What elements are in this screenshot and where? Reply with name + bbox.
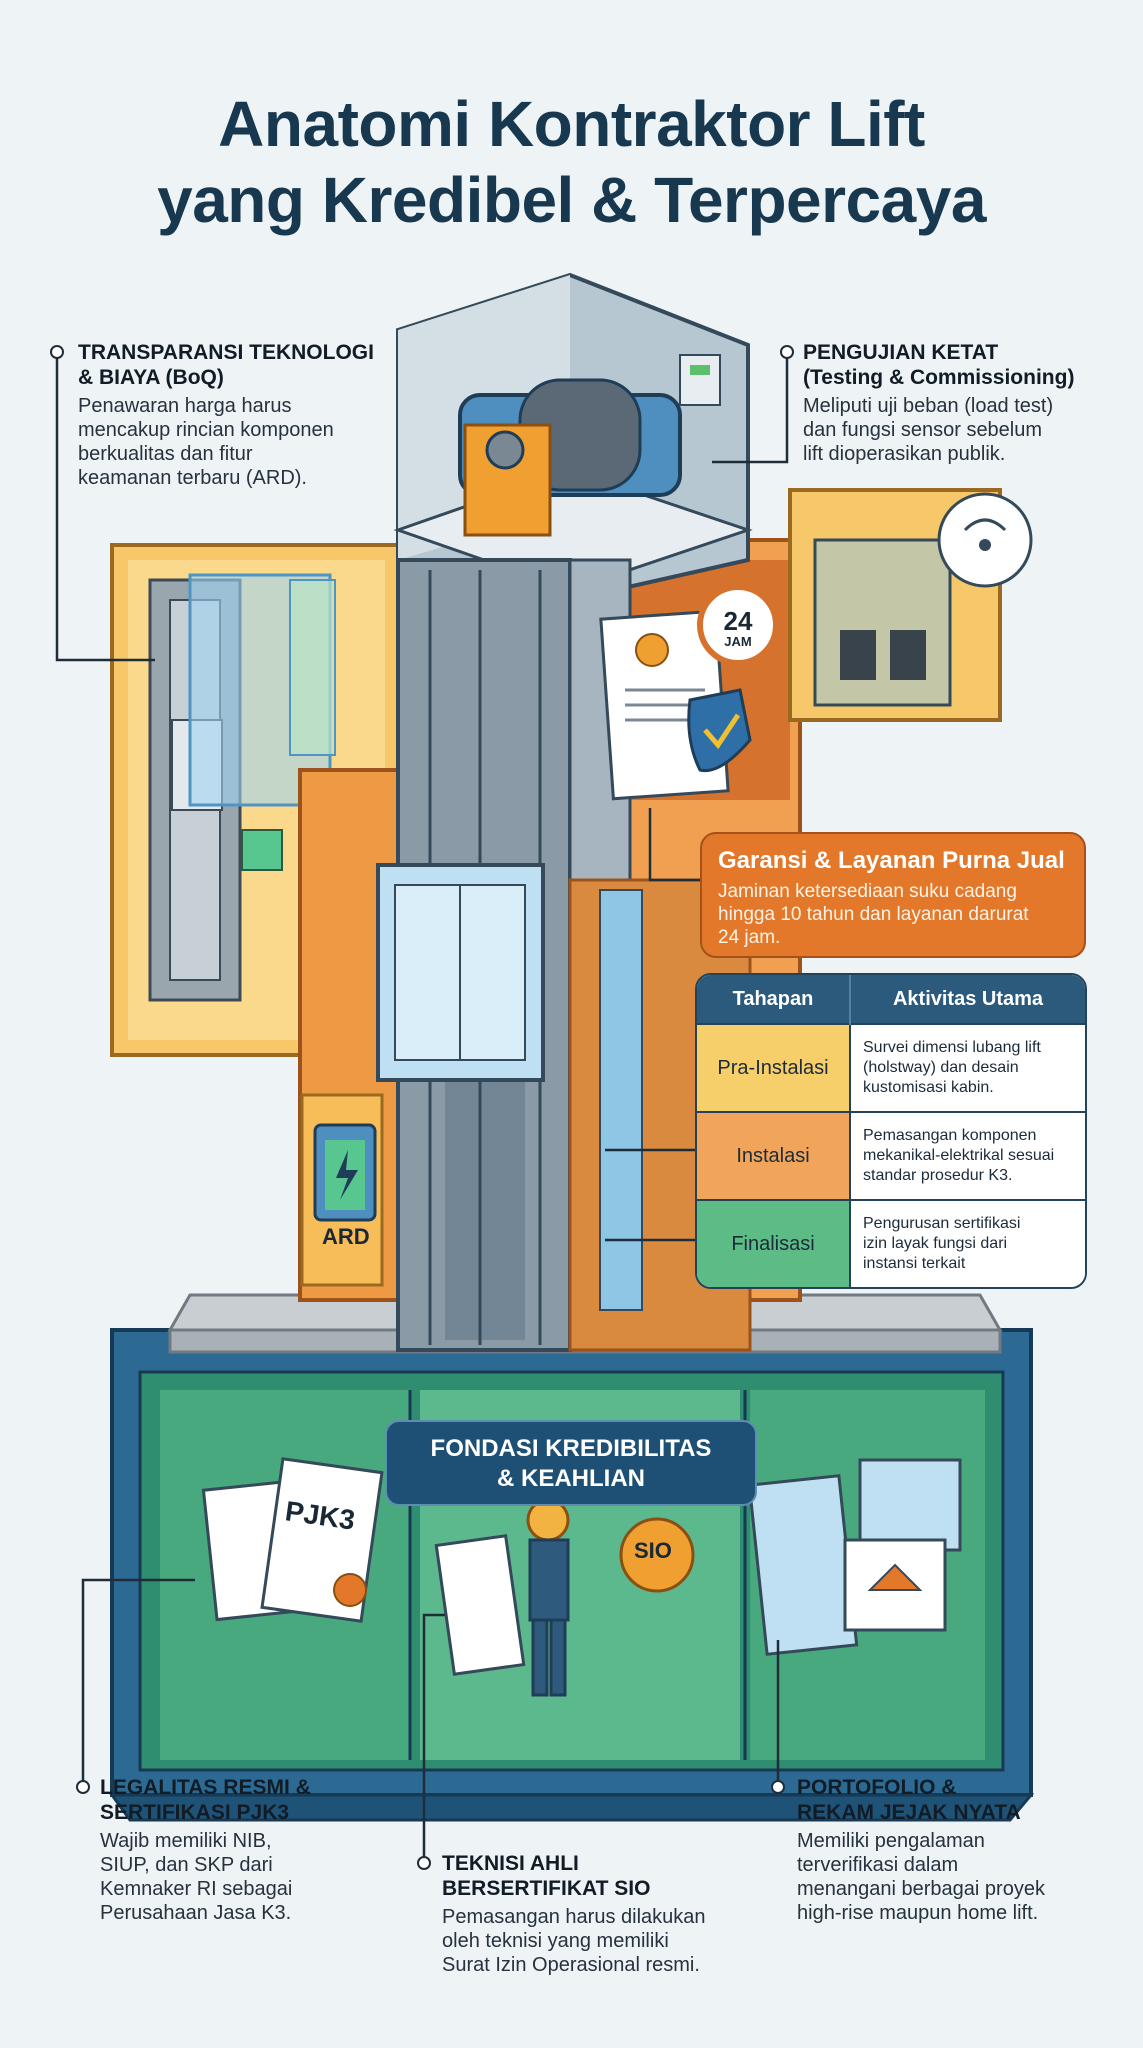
- elevator-shaft: [376, 272, 753, 1352]
- callout-teknisi: TEKNISI AHLI BERSERTIFIKAT SIO Pemasanga…: [442, 1851, 772, 1977]
- foundation-props: [201, 1457, 962, 1697]
- table-header: Aktivitas Utama: [850, 975, 1085, 1024]
- callout-body: Wajib memiliki NIB, SIUP, dan SKP dari K…: [100, 1830, 293, 1924]
- table-stage-cell: Instalasi: [697, 1111, 851, 1201]
- callout-dot: [50, 345, 64, 359]
- callout-dot: [771, 1780, 785, 1794]
- callout-dot: [417, 1856, 431, 1870]
- callout-body: Memiliki pengalaman terverifikasi dalam …: [797, 1830, 1045, 1924]
- callout-connectors: [55, 352, 789, 1862]
- load-test-room: [788, 488, 1033, 722]
- table-row: Pra-Instalasi Survei dimensi lubang lift…: [697, 1022, 1085, 1113]
- callout-heading: TEKNISI AHLI: [442, 1852, 579, 1875]
- page-title-line-2: yang Kredibel & Terpercaya: [157, 164, 986, 236]
- callout-transparansi: TRANSPARANSI TEKNOLOGI & BIAYA (BoQ) Pen…: [78, 340, 408, 490]
- callout-heading: TRANSPARANSI TEKNOLOGI: [78, 341, 374, 364]
- table-activity-cell: Pemasangan komponen mekanikal-elektrikal…: [850, 1111, 1085, 1201]
- ard-battery: [313, 1123, 377, 1222]
- callout-heading: & BIAYA (BoQ): [78, 366, 224, 389]
- callout-heading: BERSERTIFIKAT SIO: [442, 1877, 651, 1900]
- page-title-line-1: Anatomi Kontraktor Lift: [218, 88, 925, 160]
- callout-body: Meliputi uji beban (load test) dan fungs…: [803, 395, 1054, 465]
- foundation-label: FONDASI KREDIBILITAS & KEAHLIAN: [385, 1420, 757, 1506]
- table-stage-cell: Pra-Instalasi: [697, 1022, 851, 1113]
- warranty-certificate: [599, 584, 779, 801]
- table-row: Instalasi Pemasangan komponen mekanikal-…: [697, 1111, 1085, 1201]
- callout-pengujian: PENGUJIAN KETAT (Testing & Commissioning…: [803, 340, 1123, 466]
- table-activity-cell: Pengurusan sertifikasi izin layak fungsi…: [850, 1199, 1085, 1287]
- callout-dot: [780, 345, 794, 359]
- table-stage-cell: Finalisasi: [697, 1199, 851, 1287]
- callout-body: Jaminan ketersediaan suku cadang hingga …: [718, 881, 1029, 948]
- callout-heading: REKAM JEJAK NYATA: [797, 1801, 1021, 1824]
- callout-heading: LEGALITAS RESMI &: [100, 1776, 311, 1799]
- sio-badge-label: SIO: [634, 1538, 672, 1563]
- jam-badge: 24 JAM: [723, 606, 753, 649]
- callout-legalitas: LEGALITAS RESMI & SERTIFIKASI PJK3 Wajib…: [100, 1775, 400, 1925]
- callout-body: Pemasangan harus dilakukan oleh teknisi …: [442, 1906, 706, 1976]
- callout-heading: PORTOFOLIO &: [797, 1776, 957, 1799]
- callout-heading: (Testing & Commissioning): [803, 366, 1075, 389]
- table-activity-cell: Survei dimensi lubang lift (holstway) da…: [850, 1022, 1085, 1113]
- callout-portofolio: PORTOFOLIO & REKAM JEJAK NYATA Memiliki …: [797, 1775, 1117, 1925]
- callout-body: Penawaran harga harus mencakup rincian k…: [78, 395, 334, 489]
- stages-table: Tahapan Aktivitas Utama Pra-Instalasi Su…: [695, 973, 1087, 1289]
- callout-garansi: Garansi & Layanan Purna Jual Jaminan ket…: [700, 832, 1086, 958]
- callout-heading: Garansi & Layanan Purna Jual: [718, 847, 1065, 874]
- table-header: Tahapan: [697, 975, 851, 1024]
- ard-label: ARD: [322, 1224, 370, 1249]
- table-row: Finalisasi Pengurusan sertifikasi izin l…: [697, 1199, 1085, 1287]
- callout-dot: [76, 1780, 90, 1794]
- callout-heading: SERTIFIKASI PJK3: [100, 1801, 290, 1824]
- callout-heading: PENGUJIAN KETAT: [803, 341, 999, 364]
